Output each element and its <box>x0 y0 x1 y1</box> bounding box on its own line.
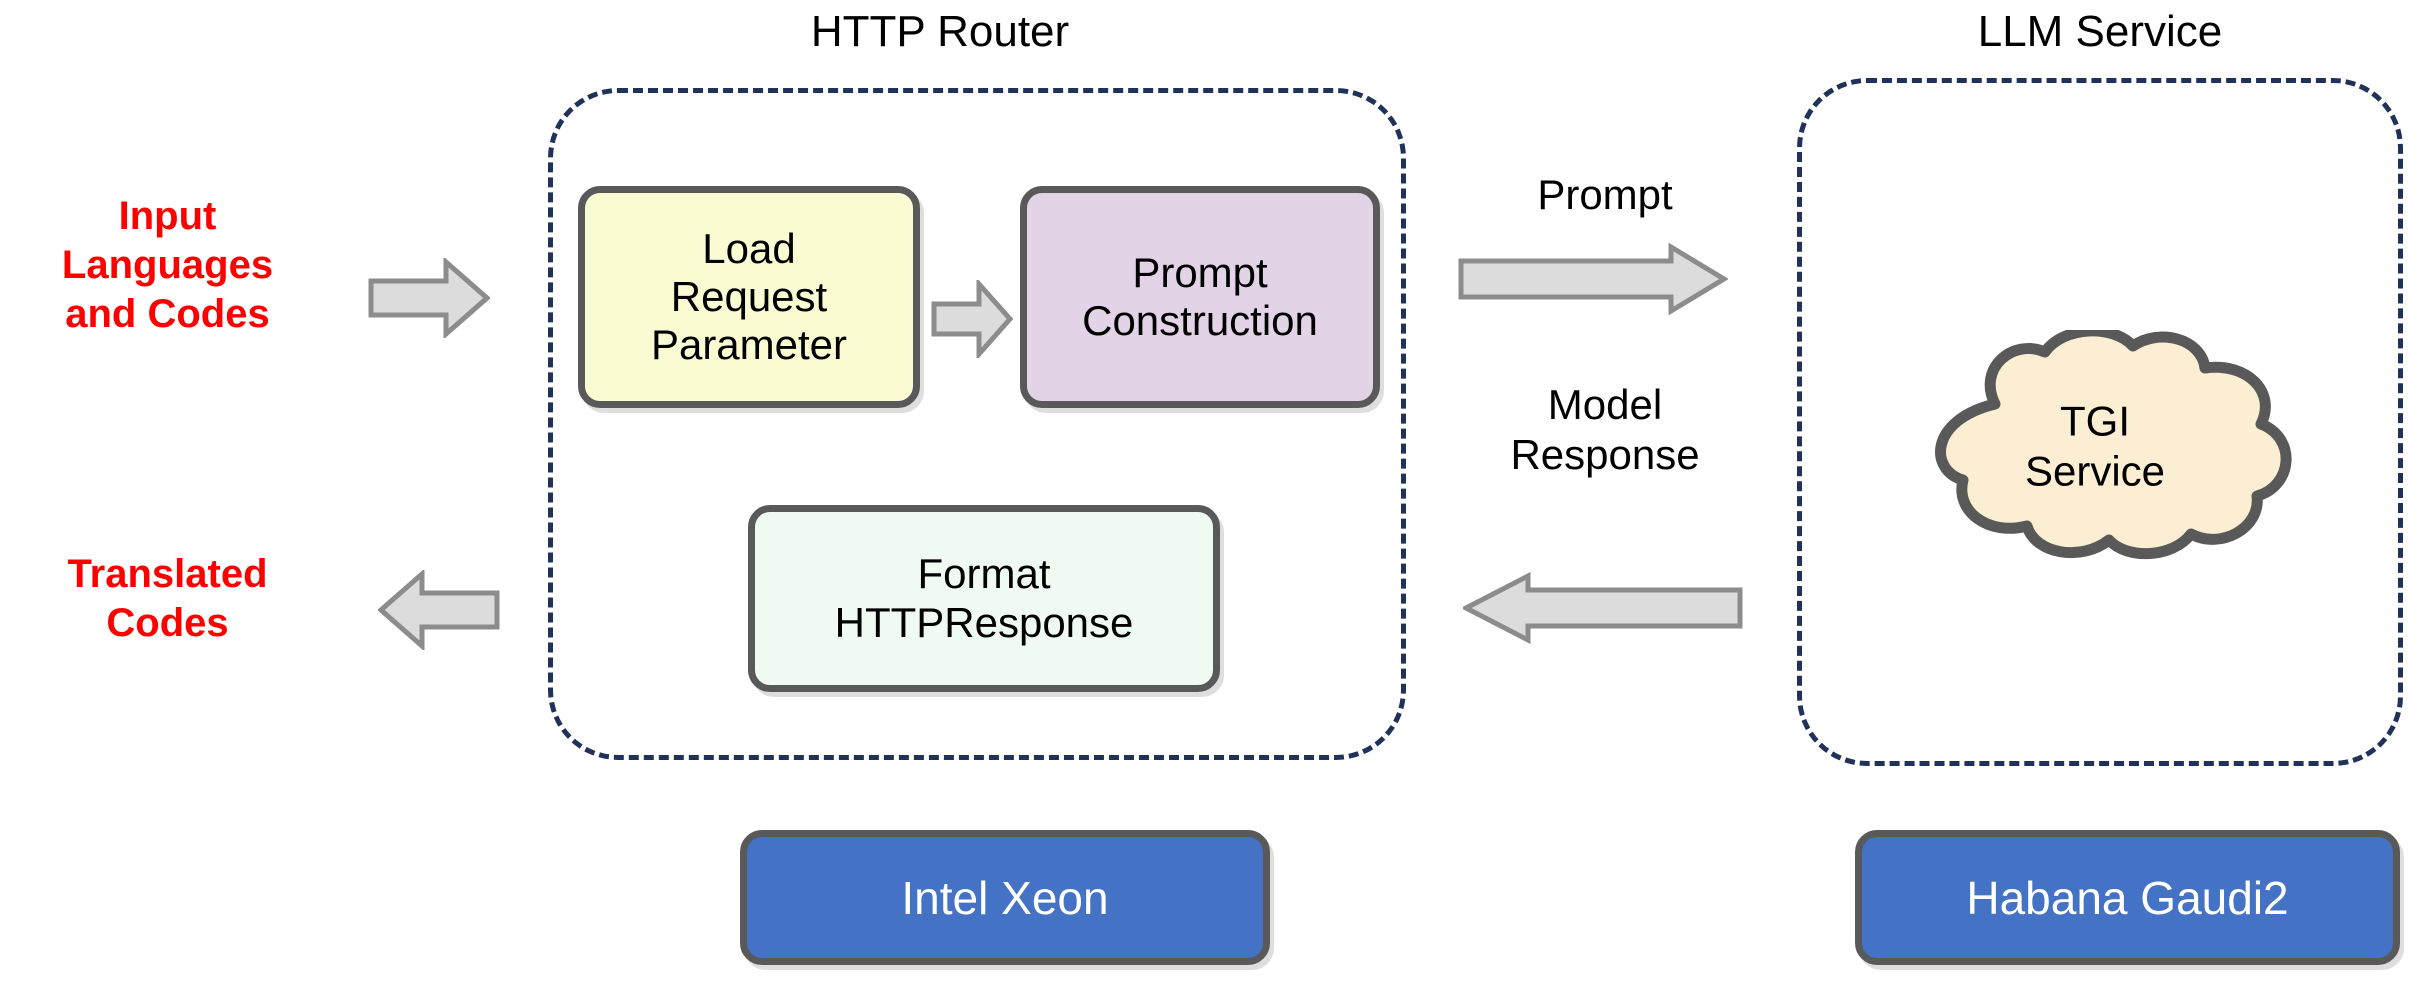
format-httpresponse-line2: HTTPResponse <box>834 598 1134 646</box>
input-endpoint-line1: Input <box>118 194 217 238</box>
prompt-flow-arrow-icon <box>1458 243 1728 315</box>
prompt-flow-label: Prompt <box>1537 171 1673 218</box>
tgi-service-cloud[interactable]: TGI Service <box>1885 325 2305 562</box>
prompt-construction-line1: Prompt <box>1132 248 1268 296</box>
output-endpoint-line1: Translated <box>67 552 268 596</box>
load-request-parameter-line2: Request <box>670 272 828 320</box>
platform-habana-gaudi2-label: Habana Gaudi2 <box>1966 871 2289 924</box>
output-endpoint-label: Translated Codes <box>20 550 315 648</box>
output-flow-arrow-icon <box>378 570 500 650</box>
platform-box-intel-xeon[interactable]: Intel Xeon <box>740 830 1270 965</box>
process-box-format-httpresponse[interactable]: Format HTTPResponse <box>748 505 1220 692</box>
input-endpoint-line3: and Codes <box>65 291 270 336</box>
platform-box-habana-gaudi2[interactable]: Habana Gaudi2 <box>1855 830 2400 965</box>
load-request-parameter-line1: Load <box>702 224 796 272</box>
load-request-parameter-line3: Parameter <box>650 321 848 369</box>
llm-service-container <box>1797 78 2403 766</box>
model-response-line2: Response <box>1510 430 1700 478</box>
prompt-construction-line2: Construction <box>1082 297 1318 344</box>
input-flow-arrow-icon <box>368 258 490 338</box>
http-router-title: HTTP Router <box>810 7 1070 56</box>
load-request-parameter-text: Load Request Parameter <box>635 225 863 370</box>
process-box-load-request-parameter[interactable]: Load Request Parameter <box>578 186 920 408</box>
input-endpoint-line2: Languages <box>61 242 274 287</box>
cloud-icon <box>1935 325 2292 560</box>
model-response-flow-label: Model Response <box>1430 380 1780 479</box>
prompt-construction-text: Prompt Construction <box>1066 249 1334 346</box>
model-response-flow-arrow-icon <box>1463 572 1743 644</box>
format-httpresponse-line1: Format <box>917 550 1051 598</box>
input-endpoint-label: Input Languages and Codes <box>20 192 315 338</box>
http-router-container <box>548 88 1406 760</box>
platform-intel-xeon-label: Intel Xeon <box>901 871 1109 924</box>
process-box-prompt-construction[interactable]: Prompt Construction <box>1020 186 1380 408</box>
internal-flow-arrow-icon <box>931 280 1013 358</box>
llm-service-title: LLM Service <box>1977 7 2223 56</box>
format-httpresponse-text: Format HTTPResponse <box>819 550 1150 647</box>
model-response-line1: Model <box>1547 381 1663 428</box>
output-endpoint-line2: Codes <box>106 600 229 645</box>
